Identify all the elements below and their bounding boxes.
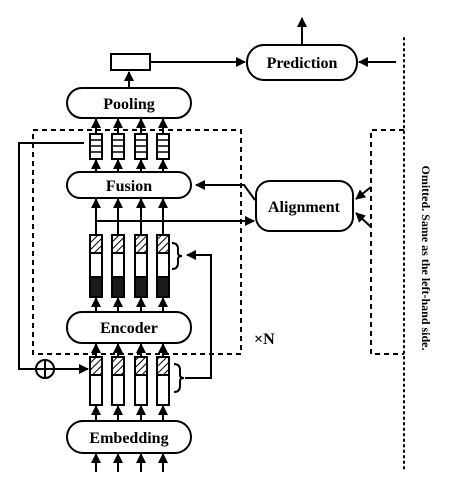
prediction-box	[246, 44, 358, 81]
embedding-output-arrows	[91, 405, 168, 420]
embedding-vector-2	[111, 356, 125, 406]
alignment-box	[255, 180, 354, 232]
encoder-box	[66, 311, 192, 344]
embedding-vector-3	[134, 356, 148, 406]
residual-connection	[18, 142, 84, 370]
fusion-output-arrows	[91, 159, 168, 171]
embedding-brace	[173, 363, 185, 393]
encoder-input-arrows	[91, 343, 168, 356]
omitted-label: Omitted. Same as the left-hand side.	[419, 166, 433, 351]
embedding-to-encoder-connector	[185, 250, 212, 379]
embedding-label: Embedding	[89, 430, 168, 447]
prediction-label: Prediction	[267, 55, 338, 72]
encoder-vector-2	[111, 234, 125, 298]
embedding-box	[66, 420, 192, 454]
fused-vector-3	[134, 133, 148, 160]
encoder-vector-3	[134, 234, 148, 298]
fused-vector-4	[156, 133, 170, 160]
repeat-block-border	[32, 129, 242, 355]
omitted-to-alignment-arrow-upper	[355, 186, 372, 200]
fusion-label: Fusion	[106, 178, 152, 195]
pooling-label: Pooling	[103, 96, 155, 113]
encoder-token-vectors	[89, 234, 170, 298]
alignment-label: Alignment	[268, 199, 341, 216]
fused-vector-2	[111, 133, 125, 160]
fusion-input-arrows	[91, 198, 168, 234]
pooling-box	[66, 87, 192, 119]
repeat-count-label: ×N	[254, 331, 275, 348]
encoder-brace	[171, 242, 183, 270]
pooled-vector	[110, 53, 151, 71]
embedding-vector-1	[89, 356, 103, 406]
encoder-vector-1	[89, 234, 103, 298]
fused-token-vectors	[89, 133, 170, 160]
fused-vector-1	[89, 133, 103, 160]
encoder-label: Encoder	[100, 320, 158, 337]
embedding-vector-4	[156, 356, 170, 406]
alignment-to-fusion-arrow	[195, 180, 256, 201]
encoder-vector-4	[156, 234, 170, 298]
pooling-input-arrows	[91, 118, 168, 133]
omitted-block-bracket	[370, 129, 404, 355]
input-arrows	[91, 453, 168, 472]
fusion-box	[66, 171, 192, 199]
encoder-output-arrows	[91, 297, 168, 311]
embedding-token-vectors	[89, 356, 170, 406]
omitted-to-alignment-arrow-lower	[355, 212, 372, 228]
